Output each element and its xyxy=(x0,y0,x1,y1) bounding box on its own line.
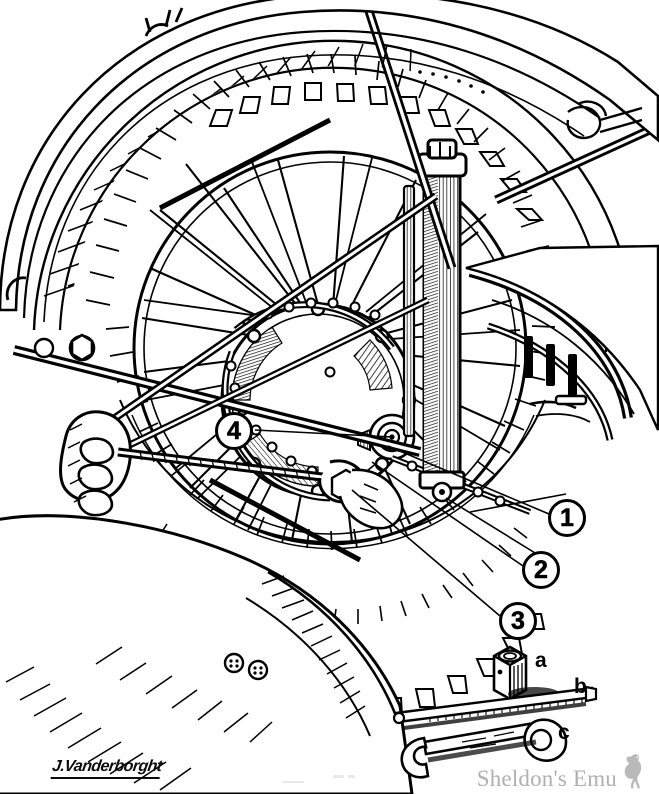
scan-artefact xyxy=(282,781,304,783)
rear-shock-absorber xyxy=(402,138,468,503)
open-end-spanner-tool xyxy=(400,718,568,779)
part-label-b: b xyxy=(574,675,587,698)
scan-artefact xyxy=(333,775,344,778)
callout-leader-lines xyxy=(254,429,567,617)
watermark-text: Sheldon's Emu xyxy=(476,766,617,791)
emu-bird-icon xyxy=(619,752,645,790)
part-label-c: c xyxy=(558,721,570,744)
artist-signature: J.Vanderborght xyxy=(50,758,163,779)
tool-set xyxy=(392,645,598,779)
callout-3[interactable]: 3 xyxy=(499,602,537,640)
gloved-hand-and-sleeve xyxy=(0,410,414,794)
part-label-a: a xyxy=(535,649,547,672)
callout-1[interactable]: 1 xyxy=(548,499,586,537)
tommy-bar-tool xyxy=(392,685,598,730)
cuff-buttons xyxy=(223,652,269,681)
watermark: Sheldon's Emu xyxy=(477,752,645,790)
callout-2[interactable]: 2 xyxy=(522,551,560,589)
side-panel xyxy=(465,100,659,431)
callout-4[interactable]: 4 xyxy=(215,412,253,450)
scan-artefact xyxy=(348,775,355,778)
